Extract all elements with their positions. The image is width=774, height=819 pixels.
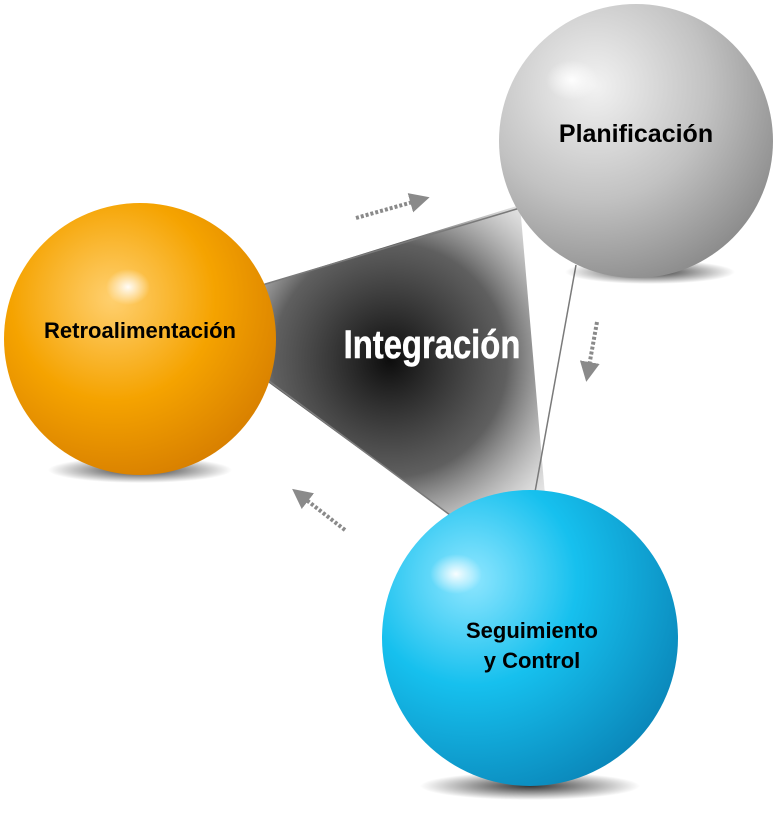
node-planificacion: Planificación [499,4,773,278]
retroalimentacion-sphere [4,203,276,475]
planificacion-label: Planificación [559,120,713,148]
retroalimentacion-highlight [106,269,150,305]
center-label: Integración [344,322,521,367]
seguimiento-label-line1: Seguimiento [466,618,598,643]
seguimiento-label-line2: y Control [484,648,581,673]
node-retroalimentacion: Retroalimentación [4,203,276,475]
node-seguimiento: Seguimiento y Control [382,490,678,786]
integration-triangle [262,205,545,515]
seguimiento-highlight [430,554,482,594]
retroalimentacion-label: Retroalimentación [44,318,236,343]
line-retro-plan [261,207,521,286]
arrow-to-planificacion-icon [355,193,430,220]
arrow-to-seguimiento-icon [579,321,600,382]
planificacion-highlight [546,60,598,100]
line-plan-seg [534,264,577,493]
arrow-to-retroalimentacion-icon [292,488,347,532]
connector-lines [261,207,577,516]
line-seg-retro [264,377,451,516]
flow-arrows [292,193,600,532]
